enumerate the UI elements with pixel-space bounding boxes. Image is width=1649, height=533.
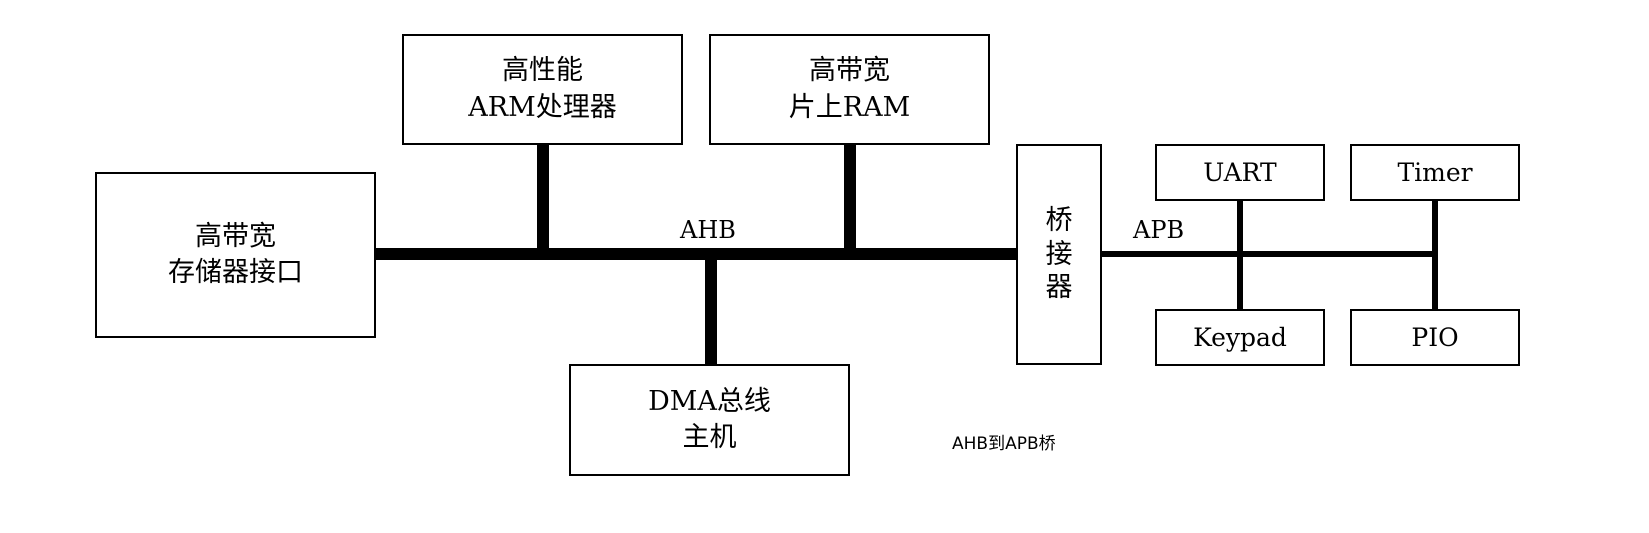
arm-processor-box: 高性能 ARM处理器 xyxy=(402,34,683,145)
uart-box: UART xyxy=(1155,144,1325,201)
timer-pio-connector xyxy=(1432,200,1438,310)
uart-label: UART xyxy=(1203,157,1277,187)
pio-label: PIO xyxy=(1411,322,1459,352)
apb-bus xyxy=(1100,251,1436,257)
apb-label: APB xyxy=(1133,216,1185,244)
onchip-ram-box: 高带宽 片上RAM xyxy=(709,34,990,145)
ram-connector xyxy=(844,145,856,255)
uart-keypad-connector xyxy=(1237,200,1243,310)
timer-label: Timer xyxy=(1397,157,1473,187)
ahb-bus xyxy=(376,248,1018,260)
keypad-box: Keypad xyxy=(1155,309,1325,366)
keypad-label: Keypad xyxy=(1193,322,1287,352)
bridge-char-1: 桥 xyxy=(1045,204,1073,236)
bridge-box: 桥 接 器 xyxy=(1016,144,1102,365)
bridge-char-2: 接 xyxy=(1045,238,1073,270)
bridge-char-3: 器 xyxy=(1045,272,1073,304)
ahb-label: AHB xyxy=(680,216,736,244)
onchip-ram-line1: 高带宽 xyxy=(809,55,890,87)
dma-master-line1: DMA总线 xyxy=(648,385,771,417)
memory-interface-box: 高带宽 存储器接口 xyxy=(95,172,376,338)
arm-connector xyxy=(537,145,549,255)
dma-master-box: DMA总线 主机 xyxy=(569,364,850,476)
bridge-caption: AHB到APB桥 xyxy=(952,434,1056,454)
arm-processor-line1: 高性能 xyxy=(502,55,583,87)
arm-processor-line2: ARM处理器 xyxy=(468,91,617,123)
pio-box: PIO xyxy=(1350,309,1520,366)
onchip-ram-line2: 片上RAM xyxy=(788,91,911,123)
dma-master-line2: 主机 xyxy=(682,422,737,453)
memory-interface-line1: 高带宽 xyxy=(195,220,276,252)
memory-interface-line2: 存储器接口 xyxy=(168,257,303,288)
timer-box: Timer xyxy=(1350,144,1520,201)
dma-connector xyxy=(705,255,717,365)
